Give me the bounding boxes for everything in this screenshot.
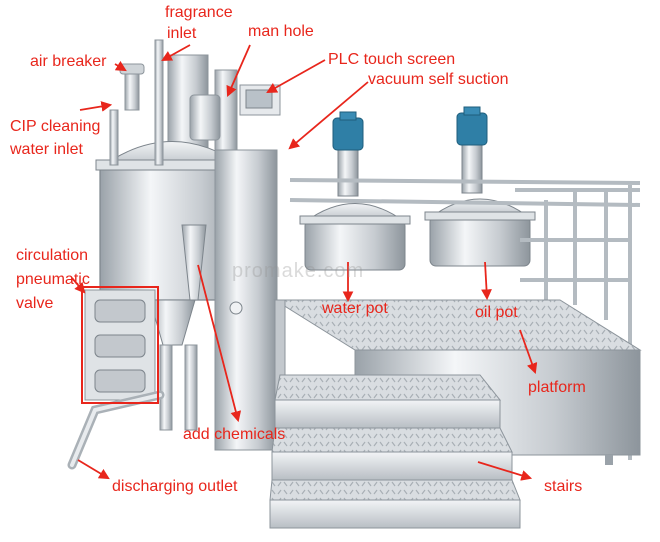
arrow-plc-touch-screen	[266, 59, 326, 94]
label-fragrance-inlet-line2: inlet	[167, 25, 197, 42]
label-fragrance-inlet-line1: fragrance	[165, 4, 233, 21]
label-cip-line2: water inlet	[10, 141, 83, 158]
label-plc-touch-screen: PLC touch screen	[328, 51, 456, 68]
arrow-air-breaker	[114, 60, 127, 72]
label-add-chemicals: add chemicals	[183, 426, 286, 443]
stairs	[269, 374, 521, 529]
arrow-fragrance-inlet	[161, 44, 191, 62]
label-platform: platform	[528, 379, 586, 396]
label-circulation-line1: circulation	[16, 247, 89, 264]
label-vacuum-self-suction: vacuum self suction	[368, 71, 509, 88]
arrow-platform	[519, 329, 538, 375]
arrow-oil-pot	[481, 261, 492, 301]
water-pot	[299, 111, 411, 271]
callout-arrows	[71, 44, 538, 481]
label-circulation-line3: valve	[16, 295, 54, 312]
label-stairs: stairs	[544, 478, 583, 495]
label-oil-pot: oil pot	[475, 304, 518, 321]
circulation-valve-highlight	[81, 286, 159, 404]
watermark: promake.com	[232, 260, 365, 282]
arrow-circulation	[71, 277, 86, 294]
arrow-add-chemicals	[197, 264, 242, 423]
arrow-cip	[79, 101, 113, 112]
arrow-discharging-outlet	[77, 459, 110, 480]
arrow-man-hole	[226, 44, 251, 97]
arrow-vacuum-self-suction	[288, 81, 369, 150]
label-man-hole: man hole	[248, 23, 314, 40]
label-cip-line1: CIP cleaning	[10, 118, 101, 135]
oil-pot	[424, 106, 536, 267]
label-discharging-outlet: discharging outlet	[112, 478, 238, 495]
main-vessel	[67, 39, 281, 470]
label-circulation-line2: pneumatic	[16, 271, 90, 288]
label-air-breaker: air breaker	[30, 53, 107, 70]
label-water-pot: water pot	[322, 300, 388, 317]
arrow-stairs	[477, 461, 533, 481]
